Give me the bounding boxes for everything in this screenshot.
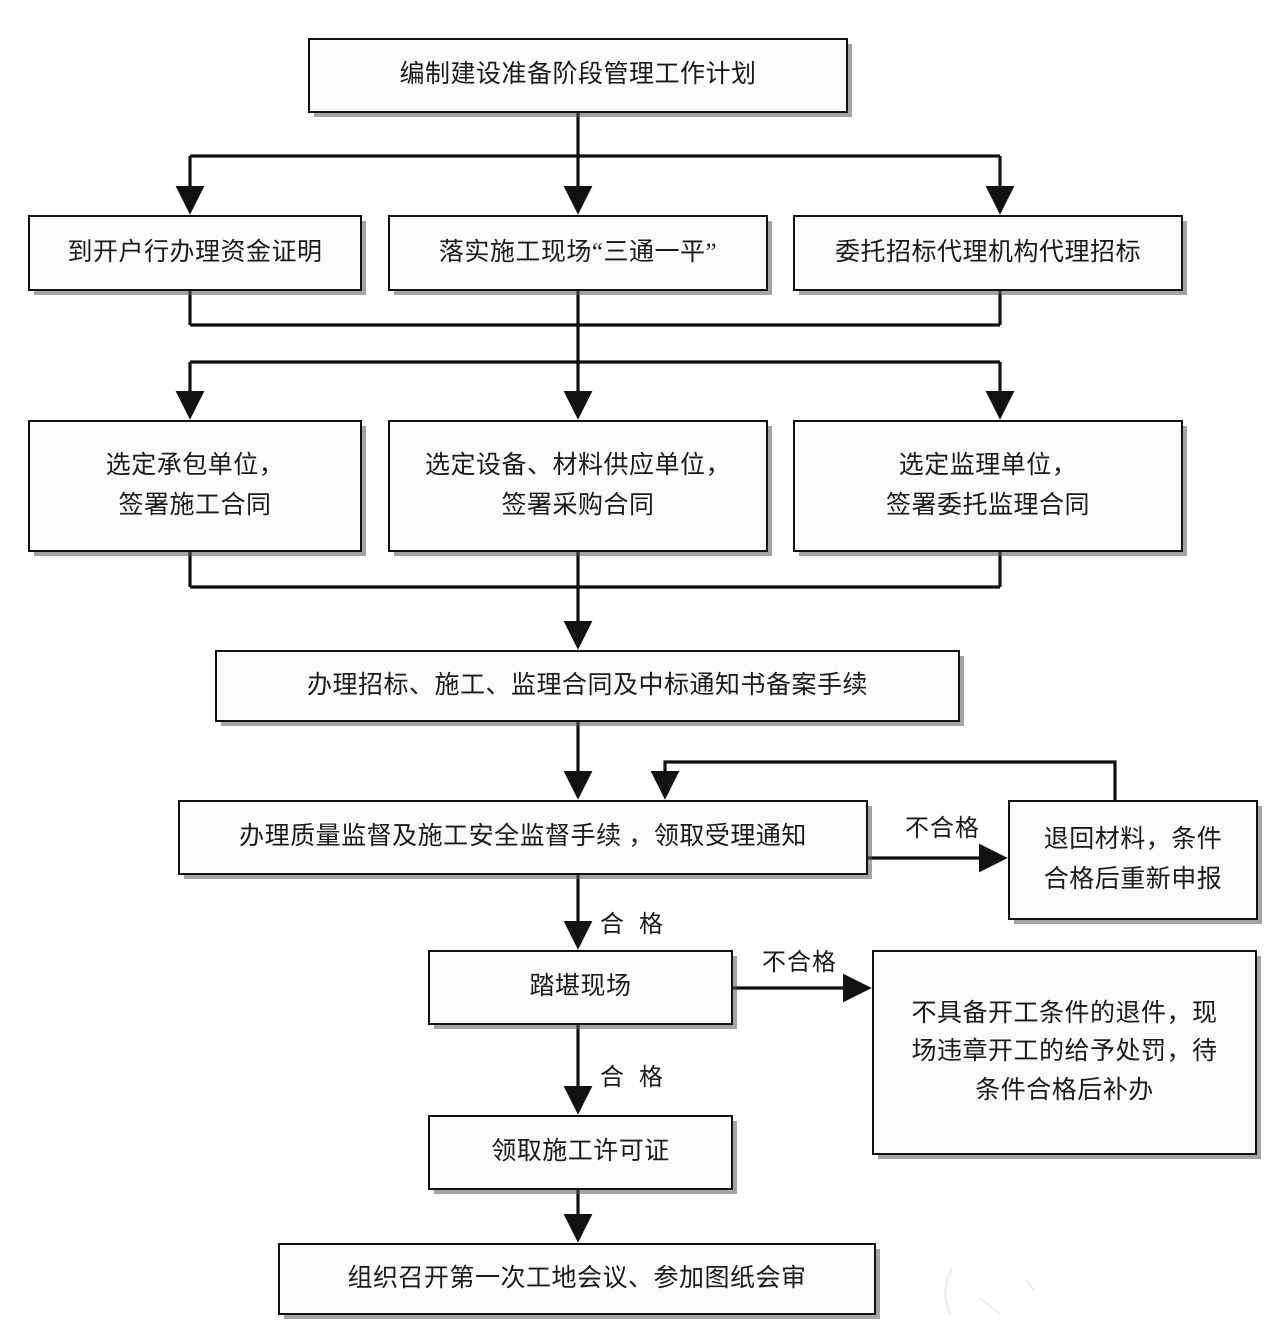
node-contract-filing: 办理招标、施工、监理合同及中标通知书备案手续 bbox=[215, 650, 960, 722]
node-select-contractor-line-2: 签署施工合同 bbox=[118, 492, 272, 519]
node-entrust-bidding-agency: 委托招标代理机构代理招标 bbox=[793, 215, 1183, 291]
node-select-supervisor: 选定监理单位， 签署委托监理合同 bbox=[793, 420, 1183, 552]
node-site-three-connect-one-level-line-1: 落实施工现场“三通一平” bbox=[438, 238, 718, 266]
watermark bbox=[944, 1267, 1035, 1315]
node-not-qualified-penalty: 不具备开工条件的退件，现 场违章开工的给予处罚，待 条件合格后补办 bbox=[872, 950, 1257, 1155]
node-select-contractor: 选定承包单位， 签署施工合同 bbox=[28, 420, 362, 552]
node-site-three-connect-one-level: 落实施工现场“三通一平” bbox=[388, 215, 768, 291]
node-entrust-bidding-agency-line-1: 委托招标代理机构代理招标 bbox=[834, 238, 1141, 266]
node-return-materials: 退回材料，条件 合格后重新申报 bbox=[1008, 800, 1258, 920]
node-select-supervisor-line-2: 签署委托监理合同 bbox=[885, 492, 1090, 519]
node-plan: 编制建设准备阶段管理工作计划 bbox=[308, 38, 848, 113]
node-select-contractor-line-1: 选定承包单位， bbox=[105, 451, 285, 479]
node-select-supplier-line-2: 签署采购合同 bbox=[501, 492, 655, 519]
node-site-survey-line-1: 踏堪现场 bbox=[529, 973, 632, 1001]
node-not-qualified-penalty-line-1: 不具备开工条件的退件，现 bbox=[911, 1000, 1218, 1028]
node-contract-filing-line-1: 办理招标、施工、监理合同及中标通知书备案手续 bbox=[306, 671, 868, 699]
node-select-supplier-line-1: 选定设备、材料供应单位， bbox=[424, 451, 731, 479]
node-not-qualified-penalty-line-3: 条件合格后补办 bbox=[975, 1076, 1154, 1104]
node-bank-fund-certificate-line-1: 到开户行办理资金证明 bbox=[67, 238, 323, 266]
node-quality-safety-supervision-line-1: 办理质量监督及施工安全监督手续 ，领取受理通知 bbox=[239, 823, 807, 851]
edge-label-pass-site-survey: 合 格 bbox=[600, 1065, 664, 1091]
wire-return-feedback-loop bbox=[650, 760, 1117, 800]
node-construction-permit: 领取施工许可证 bbox=[428, 1115, 733, 1190]
node-first-site-meeting: 组织召开第一次工地会议、参加图纸会审 bbox=[278, 1243, 876, 1315]
node-plan-line-1: 编制建设准备阶段管理工作计划 bbox=[399, 61, 757, 89]
node-first-site-meeting-line-1: 组织召开第一次工地会议、参加图纸会审 bbox=[347, 1264, 807, 1292]
edge-label-pass-supervision: 合 格 bbox=[600, 912, 664, 938]
node-select-supplier: 选定设备、材料供应单位， 签署采购合同 bbox=[388, 420, 768, 552]
node-bank-fund-certificate: 到开户行办理资金证明 bbox=[28, 215, 362, 291]
node-construction-permit-line-1: 领取施工许可证 bbox=[491, 1138, 670, 1166]
edge-label-reject-site-survey: 不合格 bbox=[762, 950, 837, 976]
node-return-materials-line-2: 合格后重新申报 bbox=[1043, 866, 1223, 893]
node-not-qualified-penalty-line-2: 场违章开工的给予处罚，待 bbox=[911, 1038, 1218, 1066]
node-return-materials-line-1: 退回材料，条件 bbox=[1043, 825, 1223, 853]
node-site-survey: 踏堪现场 bbox=[428, 950, 733, 1025]
edge-label-reject-supervision: 不合格 bbox=[905, 816, 980, 842]
node-quality-safety-supervision: 办理质量监督及施工安全监督手续 ，领取受理通知 bbox=[178, 800, 868, 875]
node-select-supervisor-line-1: 选定监理单位， bbox=[898, 451, 1078, 479]
